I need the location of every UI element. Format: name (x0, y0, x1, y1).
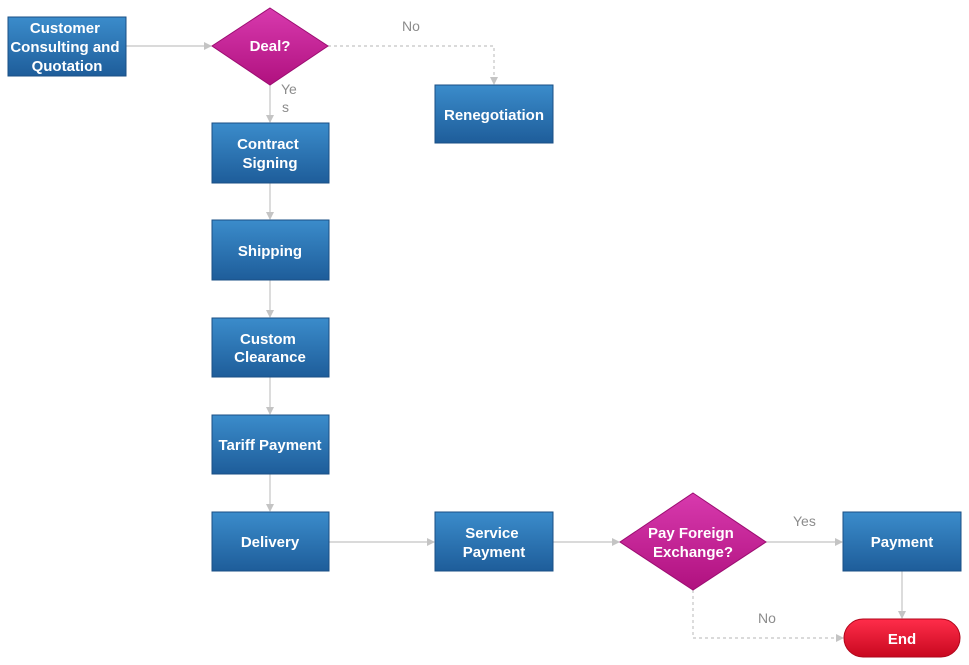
process-box (842, 511, 962, 572)
node-contract-signing[interactable]: Contract Signing (211, 122, 330, 184)
node-label: Custom Clearance (234, 331, 306, 366)
node-label-line: Custom (240, 331, 296, 348)
node-label-line: Delivery (241, 534, 300, 551)
edge-fx-no-to-end (692, 590, 844, 642)
edge-label-deal-yes-line1: Ye (281, 81, 297, 97)
node-service-payment[interactable]: Service Payment (434, 511, 554, 572)
node-label: Contract Signing (237, 136, 303, 172)
node-renegotiation[interactable]: Renegotiation (434, 84, 554, 144)
node-tariff-payment[interactable]: Tariff Payment (211, 414, 330, 475)
process-box (211, 511, 330, 572)
process-box (211, 122, 330, 184)
node-end-terminator[interactable]: End (843, 618, 961, 658)
node-label-line: Renegotiation (444, 107, 544, 124)
node-custom-clearance[interactable]: Custom Clearance (211, 317, 330, 378)
node-label: End (888, 631, 916, 648)
node-label: Customer Consulting and Quotation (10, 20, 123, 75)
decision-diamond (211, 7, 329, 86)
node-label-line: Clearance (234, 349, 306, 366)
node-label-line: Deal? (250, 38, 291, 55)
node-label: Payment (871, 534, 934, 551)
node-label-line: Payment (871, 534, 934, 551)
node-label: Pay Foreign Exchange? (648, 525, 738, 561)
node-label-line: Customer (30, 20, 100, 37)
node-label-line: End (888, 631, 916, 648)
node-label-line: Quotation (32, 58, 103, 75)
node-label: Delivery (241, 534, 300, 551)
node-label-line: Shipping (238, 243, 302, 260)
node-shipping[interactable]: Shipping (211, 219, 330, 281)
node-label-line: Consulting and (10, 39, 119, 56)
edge-deal-no-to-renegotiation (328, 45, 498, 85)
node-label-line: Service (465, 525, 518, 542)
node-label: Renegotiation (444, 107, 544, 124)
node-customer-consulting[interactable]: Customer Consulting and Quotation (7, 16, 127, 77)
edge-label-fx-yes: Yes (793, 513, 816, 529)
node-label-line: Exchange? (653, 544, 733, 561)
node-delivery[interactable]: Delivery (211, 511, 330, 572)
process-box (211, 219, 330, 281)
process-box (434, 84, 554, 144)
node-payment[interactable]: Payment (842, 511, 962, 572)
process-box (211, 317, 330, 378)
node-label: Service Payment (463, 525, 526, 561)
connectors (126, 42, 906, 642)
terminator-pill (843, 618, 961, 658)
edge-label-fx-no: No (758, 610, 776, 626)
node-label: Shipping (238, 243, 302, 260)
decision-diamond (619, 492, 767, 591)
edge-labels: No Ye s Yes No (281, 18, 816, 626)
process-box (434, 511, 554, 572)
node-label-line: Payment (463, 544, 526, 561)
node-deal-decision[interactable]: Deal? (211, 7, 329, 86)
node-label: Tariff Payment (218, 437, 321, 454)
edge-label-deal-no: No (402, 18, 420, 34)
node-label-line: Signing (243, 155, 298, 172)
node-label-line: Contract (237, 136, 299, 153)
process-box (7, 16, 127, 77)
edge-label-deal-yes-line2: s (282, 99, 289, 115)
node-label-line: Pay Foreign (648, 525, 734, 542)
node-pay-foreign-exchange-decision[interactable]: Pay Foreign Exchange? (619, 492, 767, 591)
process-box (211, 414, 330, 475)
node-label: Deal? (250, 38, 291, 55)
node-label-line: Tariff Payment (218, 437, 321, 454)
